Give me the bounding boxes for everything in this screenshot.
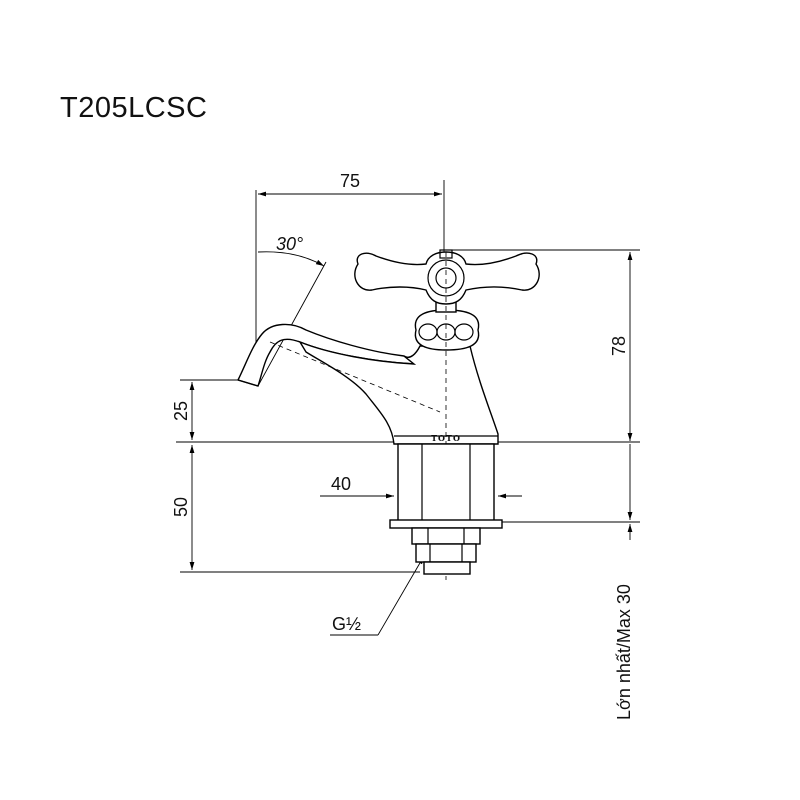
dim-78: 78 [444,249,640,441]
model-title: T205LCSC [60,92,208,124]
dim-75-label: 75 [340,171,360,191]
brand-mark: TOTO [431,433,461,443]
thread-callout: G½ [330,555,425,636]
dim-78-label: 78 [609,336,629,356]
dim-max30: Lớn nhất/Max 30 [500,444,640,720]
dim-50-label: 50 [171,497,191,517]
dim-25: 25 [171,379,244,440]
thread-label: G½ [332,614,361,634]
dim-30-angle: 30° [257,234,327,387]
dim-40-label: 40 [331,474,351,494]
dim-30-label: 30° [276,234,303,254]
dim-max30-label: Lớn nhất/Max 30 [614,584,634,720]
dim-40: 40 [320,474,522,499]
faucet-body: TOTO [237,249,540,580]
dim-50: 50 [171,445,420,573]
dim-25-label: 25 [171,401,191,421]
